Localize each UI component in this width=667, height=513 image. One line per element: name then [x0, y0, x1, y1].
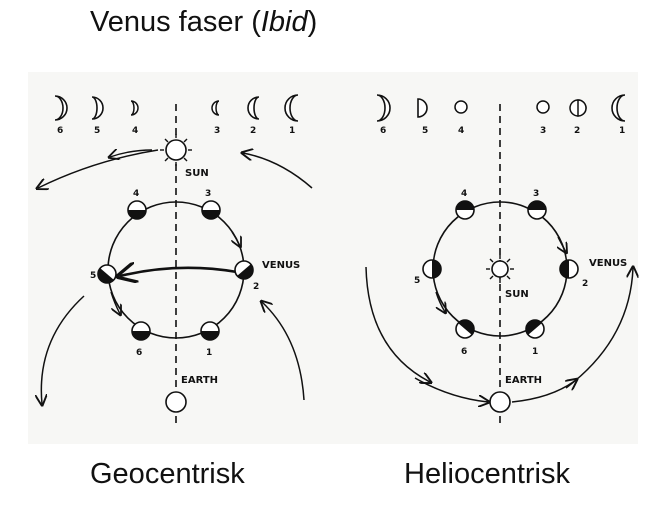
- helio-phase-row: 6 5 4 3 2 1: [376, 94, 626, 136]
- helio-phase-num-5: 5: [422, 126, 428, 136]
- page-title: Venus faser (Ibid): [90, 6, 317, 39]
- helio-orbit-num-1: 1: [532, 347, 538, 357]
- helio-orbit-num-2: 2: [582, 279, 588, 289]
- helio-venus-pos-5: [422, 259, 442, 279]
- geo-phase-1-icon: [284, 94, 299, 122]
- helio-earth-icon: [489, 391, 511, 413]
- helio-phase-1-icon: [611, 94, 626, 122]
- geo-phase-num-6: 6: [57, 126, 63, 136]
- helio-venus-label: VENUS: [589, 258, 627, 269]
- geo-phase-3-icon: [211, 100, 220, 116]
- helio-venus-pos-4: [455, 200, 475, 220]
- title-close-text: ): [307, 6, 318, 38]
- geo-phase-6-icon: [54, 95, 68, 121]
- geo-phase-num-4: 4: [132, 126, 138, 136]
- geo-orbit-num-3: 3: [205, 189, 211, 199]
- helio-sun-icon: [486, 255, 514, 283]
- scan-background: [28, 72, 638, 444]
- geocentric-caption: Geocentrisk: [90, 458, 245, 490]
- geo-epicycle-arrow-left: [110, 291, 120, 314]
- geo-venus-label: VENUS: [262, 260, 300, 271]
- geo-outer-right-arrow: [262, 302, 305, 401]
- heliocentric-diagram: 6 5 4 3 2 1 SUN: [365, 94, 633, 425]
- helio-earth-orbit-right-arrow: [565, 268, 633, 389]
- helio-phase-num-6: 6: [380, 126, 386, 136]
- helio-phase-6-icon: [376, 94, 391, 122]
- helio-sun-label: SUN: [505, 289, 529, 300]
- helio-phase-2-icon: [569, 99, 587, 117]
- geo-phase-5-icon: [91, 96, 104, 120]
- geo-phase-2-icon: [247, 96, 260, 120]
- geo-orbit-num-2: 2: [253, 282, 259, 292]
- helio-venus-pos-6: [455, 319, 475, 339]
- geo-sun-arc-top-arrow: [110, 150, 153, 157]
- geo-orbit-num-4: 4: [133, 189, 139, 199]
- title-italic-text: Ibid: [260, 6, 308, 38]
- geo-venus-pos-3: [201, 200, 221, 220]
- helio-phase-num-4: 4: [458, 126, 464, 136]
- geo-phase-4-icon: [130, 100, 139, 116]
- helio-phase-4-icon: [454, 100, 468, 114]
- geo-orbit-num-1: 1: [206, 348, 212, 358]
- geo-sun-label: SUN: [185, 168, 209, 179]
- geo-phase-num-2: 2: [250, 126, 256, 136]
- heliocentric-caption: Heliocentrisk: [404, 458, 570, 490]
- geo-orbit-num-6: 6: [136, 348, 142, 358]
- helio-orbit-arrow-left: [435, 291, 445, 312]
- helio-orbit-arrow-right: [558, 236, 566, 252]
- helio-phase-5-icon: [417, 98, 428, 118]
- geo-venus-pos-2: [234, 260, 254, 280]
- geo-outer-left-arrow: [41, 295, 85, 404]
- helio-venus-pos-1: [525, 319, 545, 339]
- helio-orbit-num-5: 5: [414, 276, 420, 286]
- geo-venus-pos-1: [200, 321, 220, 341]
- title-text: Venus faser (: [90, 6, 261, 38]
- helio-orbit-num-3: 3: [533, 189, 539, 199]
- helio-venus-pos-3: [527, 200, 547, 220]
- geo-phase-num-1: 1: [289, 126, 295, 136]
- helio-phase-3-icon: [536, 100, 550, 114]
- helio-earth-orbit-bottom-left-arrow: [414, 377, 488, 402]
- geocentric-diagram: 6 5 4 3 2 1 SUN: [38, 94, 313, 425]
- helio-orbit-num-6: 6: [461, 347, 467, 357]
- geo-venus-pos-6: [131, 321, 151, 341]
- geo-venus-pos-4: [127, 200, 147, 220]
- geo-epicycle-arrow-top: [232, 231, 240, 246]
- geo-sun-arc-right-arrow: [243, 153, 313, 189]
- helio-orbit-num-4: 4: [461, 189, 467, 199]
- geo-inner-arrow: [120, 268, 238, 276]
- geo-phase-num-3: 3: [214, 126, 220, 136]
- geo-sun-arc-left-arrow: [38, 149, 159, 188]
- geo-sun-icon: [160, 134, 192, 166]
- geo-phase-row: 6 5 4 3 2 1: [54, 94, 299, 136]
- helio-phase-num-3: 3: [540, 126, 546, 136]
- helio-venus-pos-2: [559, 259, 579, 279]
- geo-earth-label: EARTH: [181, 375, 218, 386]
- helio-phase-num-2: 2: [574, 126, 580, 136]
- geo-phase-num-5: 5: [94, 126, 100, 136]
- geo-earth-icon: [165, 391, 187, 413]
- geo-orbit-num-5: 5: [90, 271, 96, 281]
- geo-venus-pos-5: [97, 264, 117, 284]
- helio-phase-num-1: 1: [619, 126, 625, 136]
- helio-earth-orbit-left-arrow: [365, 266, 430, 382]
- helio-earth-label: EARTH: [505, 375, 542, 386]
